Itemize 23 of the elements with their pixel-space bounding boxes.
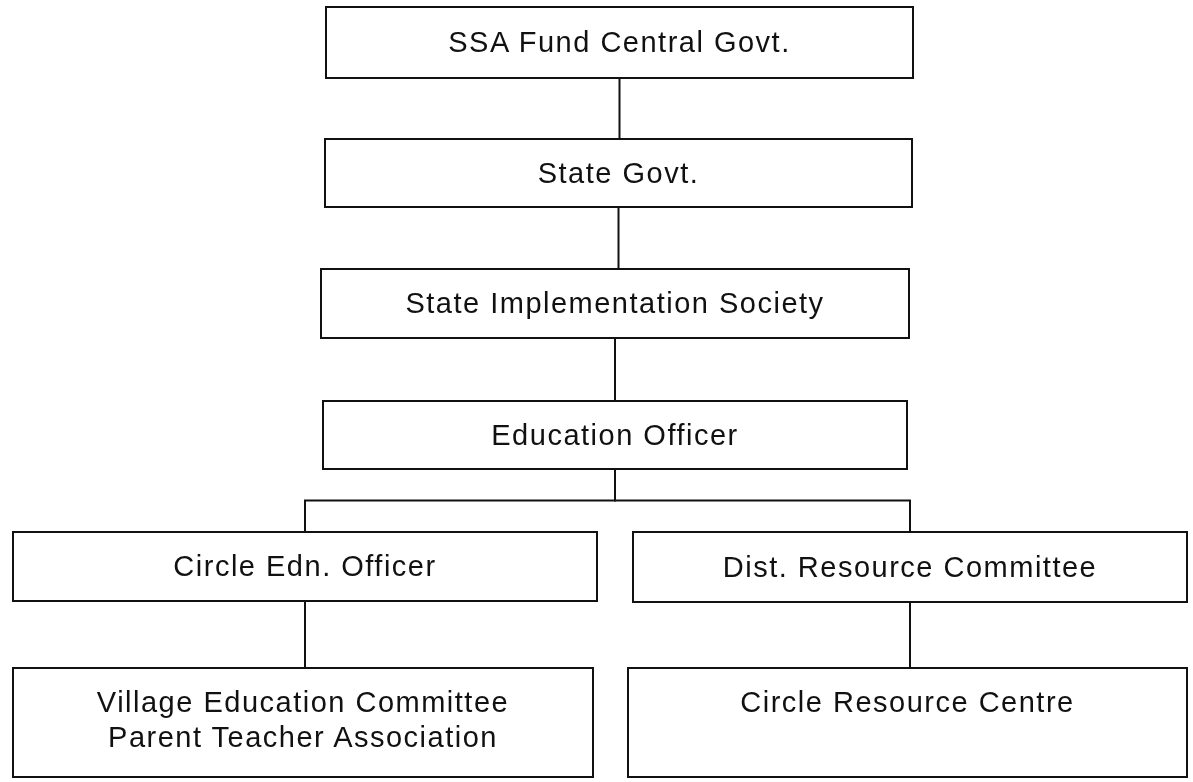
box-label: State Govt. <box>537 155 700 191</box>
connector-line <box>304 601 306 668</box>
connector-line <box>617 207 620 269</box>
connector-line <box>614 338 616 401</box>
box-label: SSA Fund Central Govt. <box>448 25 791 60</box>
connector-line <box>618 78 621 139</box>
org-box <box>320 268 910 339</box>
org-box <box>322 400 908 470</box>
box-label: Circle Edn. Officer <box>173 549 437 584</box>
org-box <box>324 138 913 208</box>
org-box <box>632 531 1188 603</box>
box-label: Village Education Committee <box>96 685 510 720</box>
connector-line <box>614 469 911 532</box>
org-box <box>12 667 594 778</box>
box-label: Dist. Resource Committee <box>722 549 1098 585</box>
org-box <box>12 531 598 602</box>
box-label: Education Officer <box>491 417 739 453</box>
org-box <box>325 6 914 79</box>
org-box <box>627 667 1188 778</box>
box-label: Circle Resource Centre <box>740 685 1075 720</box>
box-label: State Implementation Society <box>405 286 825 321</box>
box-label: Parent Teacher Association <box>108 719 498 755</box>
connector-line <box>909 602 911 668</box>
